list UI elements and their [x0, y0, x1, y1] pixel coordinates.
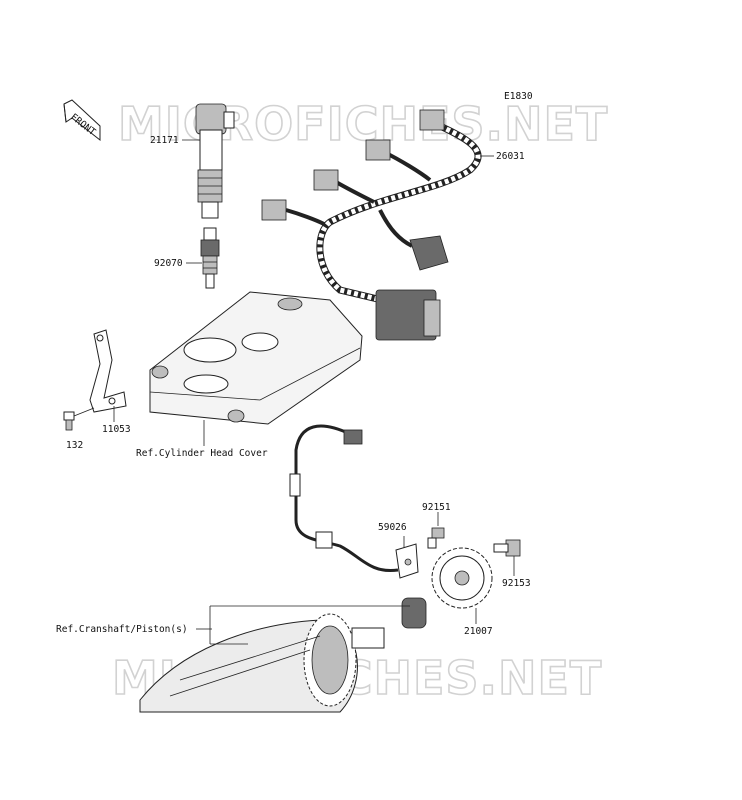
diagram-code: E1830 — [504, 91, 533, 102]
label-21007: 21007 — [464, 626, 493, 637]
label-21171: 21171 — [150, 135, 179, 146]
watermark-top: MICROFICHES.NET — [118, 97, 608, 151]
label-92151: 92151 — [422, 502, 451, 513]
socket-bolt[interactable] — [427, 527, 445, 549]
pickup-coil[interactable] — [395, 543, 419, 579]
label-59026: 59026 — [378, 522, 407, 533]
label-11053: 11053 — [102, 424, 131, 435]
rotor[interactable] — [431, 547, 493, 609]
label-92153: 92153 — [502, 578, 531, 589]
label-92070: 92070 — [154, 258, 183, 269]
bracket[interactable] — [89, 329, 127, 413]
spark-plug[interactable] — [200, 227, 220, 289]
pickup-coil-lead[interactable] — [289, 424, 399, 573]
label-26031: 26031 — [496, 151, 525, 162]
wire-harness[interactable] — [261, 109, 482, 341]
label-132: 132 — [66, 440, 83, 451]
ignition-coil[interactable] — [195, 103, 235, 219]
ref-cylinder-head-cover: Ref.Cylinder Head Cover — [136, 448, 268, 459]
front-arrow-icon: FRONT — [63, 99, 101, 142]
rotor-bolt[interactable] — [493, 539, 521, 557]
bolt-132[interactable] — [63, 411, 75, 431]
crankshaft — [139, 597, 427, 713]
cylinder-head-cover — [149, 291, 363, 425]
ref-crankshaft-piston: Ref.Cranshaft/Piston(s) — [56, 624, 188, 635]
